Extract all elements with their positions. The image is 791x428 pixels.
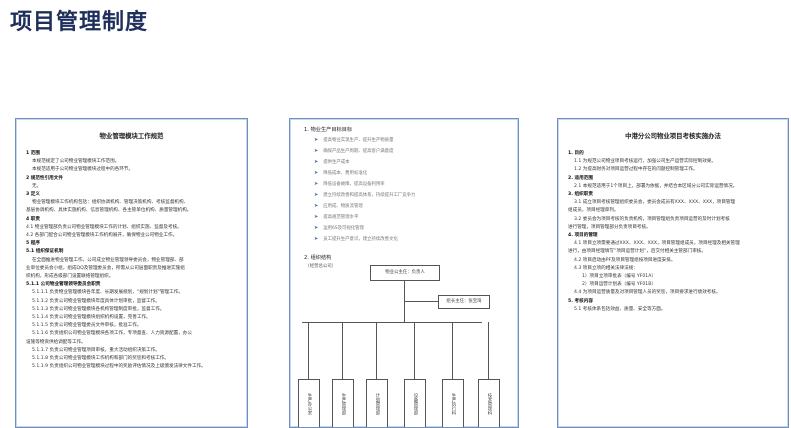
arrow-bullet-icon: ➤	[314, 192, 319, 198]
document-thumbnail-work-spec[interactable]: 物业管理模块工作规范 1 范围本规范规定了公司物业管理模块工作范围。本规范适用于…	[15, 118, 248, 428]
text-line: 在全面推进物业管理工作，公司成立物业管理领导委员会，物业管理部、部	[32, 257, 184, 263]
org-leaf-box: 设备管理部	[404, 379, 426, 427]
text-line: 4.4 为项目运营质量及对项目管理人员的奖惩，项目要求进行绩效考核。	[574, 290, 721, 296]
goal-item: ➤ 提高规范管理水平	[300, 212, 508, 223]
text-line: 无。	[32, 183, 42, 189]
text-line: 1.2 为提高财务对项目运营过程中存在的问题控制管理工作。	[574, 167, 698, 173]
goal-text: 建立持续改善和提高体系，持续提升工厂竞争力	[323, 193, 416, 198]
text-line: 进行，由项目经理填写“项目运营计划”，后交付相关主管部门审核。	[568, 249, 706, 255]
goal-item: ➤ 确保产品生产周期、提高客户满意度	[300, 146, 508, 157]
section-heading: 5.1.1 公司物业管理领导委员会职责	[26, 282, 101, 288]
section-heading: 5. 考核内容	[568, 298, 593, 304]
text-line: 组成员，项目经理单列。	[568, 208, 619, 214]
goal-item: ➤ 应用成、物质流管理	[300, 201, 508, 212]
arrow-bullet-icon: ➤	[314, 203, 319, 209]
arrow-bullet-icon: ➤	[314, 148, 319, 154]
text-line: 5.1.1.1 负责物业管理模块各年度、长期发展规划，“规划计划”管理工作。	[32, 290, 183, 296]
text-line: 1）项目立项审批表（编号 YF01A）	[582, 274, 656, 280]
goal-item: ➤ 运用6S及可视化管理	[300, 223, 508, 234]
document-title: 物业管理模块工作规范	[99, 132, 164, 140]
goal-item: ➤ 降低成本、费用标准化	[300, 168, 508, 179]
text-line: 2）项目运营计划表（编号 YF01B）	[582, 282, 656, 288]
text-line: 5.1.1.8 负责公司物业管理模块工作机构和部门的奖惩和考核工作。	[32, 356, 169, 362]
section-heading: 4 职责	[26, 216, 40, 222]
section-heading: 2. 组织结构	[304, 255, 332, 261]
document-body: 1. 目的 1.1 为规范公司物业项目考核运行，加强公司生产运营实际控制效果。 1.…	[568, 150, 778, 314]
text-line: 进行管理，项目管理部分负责项目考核。	[568, 224, 651, 230]
text-line: 4.3 项目立项的相关法律法规：	[574, 265, 638, 271]
section-subheading: (经营总公司）	[308, 264, 337, 269]
text-line: 2.1 本规范适用于1个项目上，部署为依据，并结合本区域分公司实际运营情况。	[574, 183, 738, 189]
org-leaf-box: 生产办公室	[298, 379, 320, 427]
text-line: 本规范规定了公司物业管理模块工作范围。	[32, 159, 120, 165]
org-leaf-box: 技术管理科	[478, 379, 500, 427]
section-heading: 3. 组织职责	[568, 192, 593, 198]
arrow-bullet-icon: ➤	[314, 170, 319, 176]
arrow-bullet-icon: ➤	[314, 236, 319, 242]
goal-text: 提高规范管理水平	[323, 215, 359, 220]
org-chart: 物业公主任：负责人 组长主任：张宝琦 生产办公室生产管理部计划管理部设备管理部生…	[290, 259, 518, 427]
section-heading: 1 范围	[26, 151, 40, 156]
goal-text: 确保产品生产周期、提高客户满意度	[323, 149, 394, 154]
goal-item: ➤ 提供生产成本	[300, 157, 508, 168]
section-heading: 3 定义	[26, 192, 40, 198]
text-line: 4.2 各部门配合公司物业管理模块工作机构展开，确保物业公司物业工作。	[26, 233, 178, 239]
org-leaf-box: 生产执行科	[442, 379, 464, 427]
section-heading: 4. 项目的管理	[568, 233, 598, 239]
text-line: 业单位委员会小组，组成QQ及管理委员会，所需从公司层面职责及推进实施组	[26, 265, 185, 271]
goal-text: 降低成本、费用标准化	[323, 171, 368, 176]
text-line: 5.1.1.5 负责公司物业管理委员文件审核，批准工作。	[32, 323, 142, 329]
text-line: 5.1.1.7 负责公司物业管理项目审核，重大活动组织决策工作。	[32, 347, 160, 353]
org-mid-box: 组长主任：张宝琦	[438, 295, 490, 309]
text-line: 5.1.1.2 负责公司物业管理模块年度具体计划审批，监督工作。	[32, 298, 160, 304]
text-line: 4.2 项目启动由PF及项目管理组按项目进度安排。	[574, 257, 676, 263]
document-body: 1 范围本规范规定了公司物业管理模块工作范围。本规范适用于公司物业管理模块过程中…	[26, 150, 237, 371]
document-thumbnail-goals-org[interactable]: 1. 物业生产目标目标 ➤ 提高物业实现生产、提升生产物质量 ➤ 确保产品生产周期、提…	[289, 118, 519, 428]
goal-text: 运用6S及可视化管理	[323, 226, 364, 231]
arrow-bullet-icon: ➤	[314, 159, 319, 165]
section-heading: 5.1 组织保证机制	[26, 249, 64, 255]
page-title: 项目管理制度	[10, 10, 149, 35]
goal-text: 降低设备故障，提高设备利用率	[323, 182, 385, 187]
goal-text: 提高物业实现生产、提升生产物质量	[323, 138, 394, 143]
text-line: 5.1.1.3 负责公司物业管理模块各机构管理制度审批，监督工作。	[32, 306, 165, 312]
goal-text: 应用成、物质流管理	[323, 204, 363, 209]
arrow-bullet-icon: ➤	[314, 181, 319, 187]
text-line: 1.1 为规范公司物业项目考核运行，加强公司生产运营实际控制效果。	[574, 159, 716, 165]
goal-item: ➤ 员工提升生产意识，建立持续改善文化	[300, 234, 508, 245]
goal-text: 员工提升生产意识，建立持续改善文化	[323, 237, 398, 242]
text-line: 5.1.1.4 负责公司物业管理模块组织机构设置，完善工作。	[32, 315, 151, 321]
text-line: 5.1.1.6 负责组织公司物业管理模块各项工作，专项督查、人力资源配置，办公	[32, 331, 192, 337]
text-line: 织机构，形成各级部门设置联络管理组织。	[26, 274, 114, 280]
goal-item: ➤ 降低设备故障，提高设备利用率	[300, 179, 508, 190]
org-leaf-box: 计划管理部	[366, 379, 388, 427]
text-line: 设施等物资供给调配等工作。	[26, 339, 86, 345]
goal-list: ➤ 提高物业实现生产、提升生产物质量 ➤ 确保产品生产周期、提高客户满意度 ➤ 提供生产成…	[300, 135, 508, 245]
goal-item: ➤ 提高物业实现生产、提升生产物质量	[300, 135, 508, 146]
section-heading: 1. 目的	[568, 151, 584, 156]
document-title: 中港分公司物业项目考核实施办法	[625, 132, 721, 140]
goal-text: 提供生产成本	[323, 160, 350, 165]
text-line: 4.1 物业管理部负责公司物业管理模块工作的计划、组织实施、监督及考核。	[26, 224, 182, 230]
text-line: 4.1 项目立项需要通过XXX、XXX、XXX，项目管理组成员，项目经理及相关管…	[574, 241, 740, 247]
text-line: 物业管理模块工作机构包括：组织协调机构、管理决策机构、考核监督机构、	[32, 200, 189, 206]
arrow-bullet-icon: ➤	[314, 225, 319, 231]
section-heading: 2. 适用范围	[568, 175, 593, 181]
text-line: 3.2 委员会为项目考核的负责机构，项目管理组负责项目运营的及时计划考核	[574, 216, 730, 222]
arrow-bullet-icon: ➤	[314, 137, 319, 143]
section-heading: 1. 物业生产目标目标	[304, 127, 353, 133]
text-line: 本规范适用于公司物业管理模块过程中的各环节。	[32, 167, 134, 173]
text-line: 5.1 考核体系包括效益、质量、安全等方面。	[574, 306, 666, 312]
org-leaf-box: 生产管理部	[332, 379, 354, 427]
section-heading: 2 规范性引用文件	[26, 175, 63, 181]
text-line: 基层协调机构、具体实施机构、信息管理机构、各主管单位机构、质量管理机构。	[26, 208, 192, 214]
document-thumbnail-assessment[interactable]: 中港分公司物业项目考核实施办法 1. 目的 1.1 为规范公司物业项目考核运行，加…	[557, 118, 789, 428]
goal-item: ➤ 建立持续改善和提高体系，持续提升工厂竞争力	[300, 190, 508, 201]
section-heading: 5 程序	[26, 241, 40, 247]
text-line: 3.1 成立项目考核管理组织委员会，委员会成员有XXX、XXX、XXX，项目管理	[574, 200, 736, 206]
arrow-bullet-icon: ➤	[314, 214, 319, 220]
org-top-box: 物业公主任：负责人	[370, 265, 440, 281]
text-line: 5.1.1.9 负责组织公司物业管理模块过程中的奖励评估情况及上级颁发法律文件工…	[32, 364, 206, 370]
